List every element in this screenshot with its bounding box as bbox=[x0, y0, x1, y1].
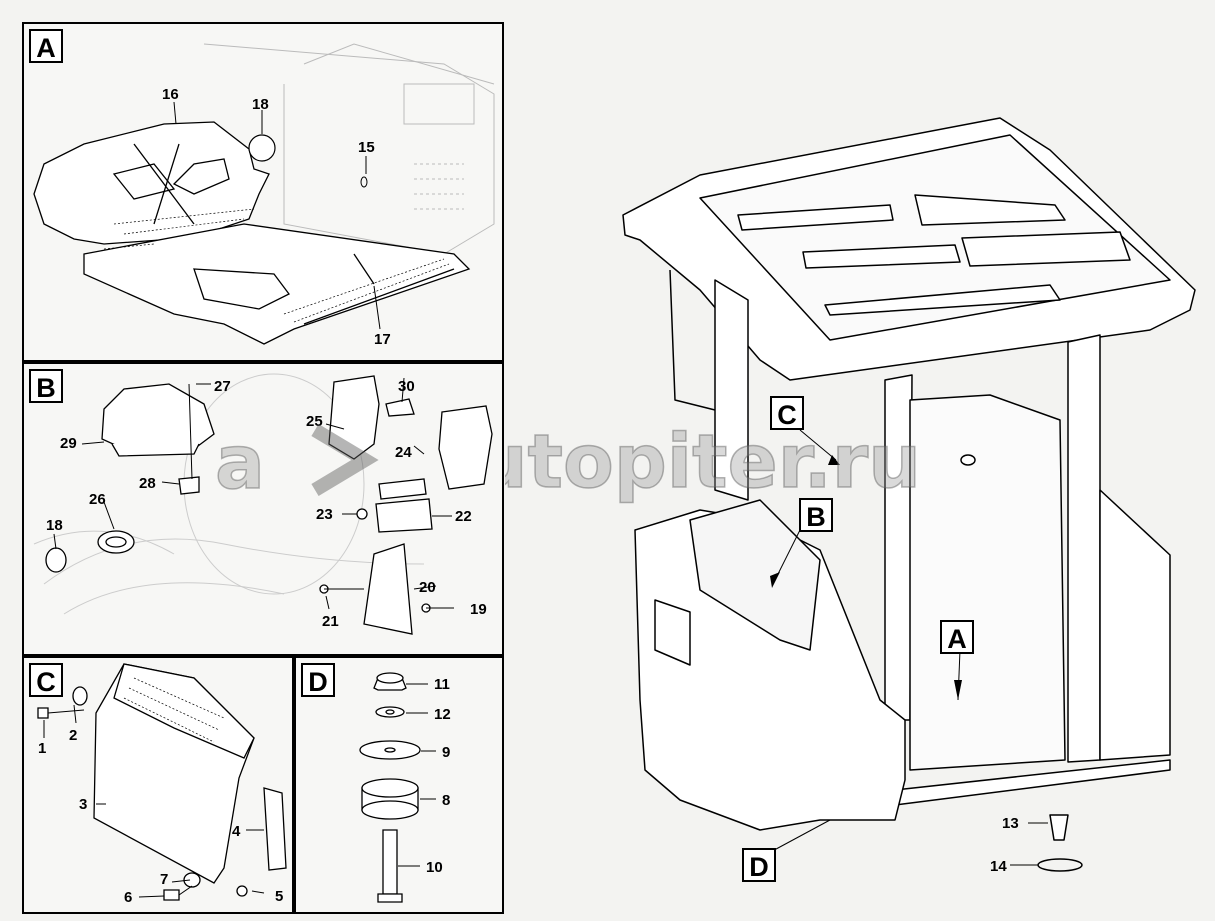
part-24-label: 24 bbox=[395, 444, 412, 461]
panel-c: 1 2 3 4 7 6 5 C bbox=[22, 656, 294, 914]
panel-a-drawing: 16 18 15 17 bbox=[33, 43, 495, 348]
part-16-label: 16 bbox=[162, 86, 179, 103]
part-2-label: 2 bbox=[69, 727, 77, 744]
part-5-label: 5 bbox=[275, 888, 283, 905]
part-4-label: 4 bbox=[232, 823, 241, 840]
part-23-label: 23 bbox=[316, 506, 333, 523]
panel-d-tag: D bbox=[301, 663, 335, 697]
callout-c: C bbox=[770, 396, 804, 430]
part-9-label: 9 bbox=[442, 744, 450, 761]
callout-a: A bbox=[940, 620, 974, 654]
part-7-label: 7 bbox=[160, 871, 168, 888]
watermark-logo: a bbox=[214, 419, 379, 507]
part-labels-main: 13 14 bbox=[990, 815, 1019, 875]
part-28-label: 28 bbox=[139, 475, 156, 492]
part-10-label: 10 bbox=[426, 859, 443, 876]
part-17-label: 17 bbox=[374, 331, 391, 348]
part-18-label: 18 bbox=[252, 96, 269, 113]
part-29-label: 29 bbox=[60, 435, 77, 452]
panel-d: 11 12 9 8 10 D bbox=[294, 656, 504, 914]
panel-a-tag: A bbox=[29, 29, 63, 63]
callout-b: B bbox=[799, 498, 833, 532]
part-18b-label: 18 bbox=[46, 517, 63, 534]
panel-a: 16 18 15 17 A bbox=[22, 22, 504, 362]
part-13-label: 13 bbox=[1002, 815, 1019, 832]
part-30-label: 30 bbox=[398, 378, 415, 395]
part-20-label: 20 bbox=[419, 579, 436, 596]
panel-b-drawing: 27 30 25 24 29 28 26 23 22 18 20 21 19 bbox=[33, 373, 493, 635]
panel-c-tag: C bbox=[29, 663, 63, 697]
panel-b: 27 30 25 24 29 28 26 23 22 18 20 21 19 B bbox=[22, 362, 504, 656]
part-8-label: 8 bbox=[442, 792, 450, 809]
watermark-logo-text: a bbox=[215, 420, 265, 506]
part-22-label: 22 bbox=[455, 508, 472, 525]
part-19-label: 19 bbox=[470, 601, 487, 618]
panel-d-drawing: 11 12 9 8 10 bbox=[359, 672, 451, 903]
part-6-label: 6 bbox=[124, 889, 132, 906]
part-21-label: 21 bbox=[322, 613, 339, 630]
callout-d: D bbox=[742, 848, 776, 882]
part-26-label: 26 bbox=[89, 491, 106, 508]
part-27-label: 27 bbox=[214, 378, 231, 395]
part-12-label: 12 bbox=[434, 706, 451, 723]
panel-c-drawing: 1 2 3 4 7 6 5 bbox=[37, 663, 287, 906]
part-25-label: 25 bbox=[306, 413, 323, 430]
panel-b-tag: B bbox=[29, 369, 63, 403]
watermark-text: autopiter.ru bbox=[505, 419, 921, 505]
part-11-label: 11 bbox=[434, 676, 450, 693]
part-3-label: 3 bbox=[79, 796, 87, 813]
cab-drawing: autopiter.ru bbox=[505, 117, 1196, 872]
part-14-label: 14 bbox=[990, 858, 1007, 875]
part-15-label: 15 bbox=[358, 139, 375, 156]
part-1-label: 1 bbox=[38, 740, 46, 757]
